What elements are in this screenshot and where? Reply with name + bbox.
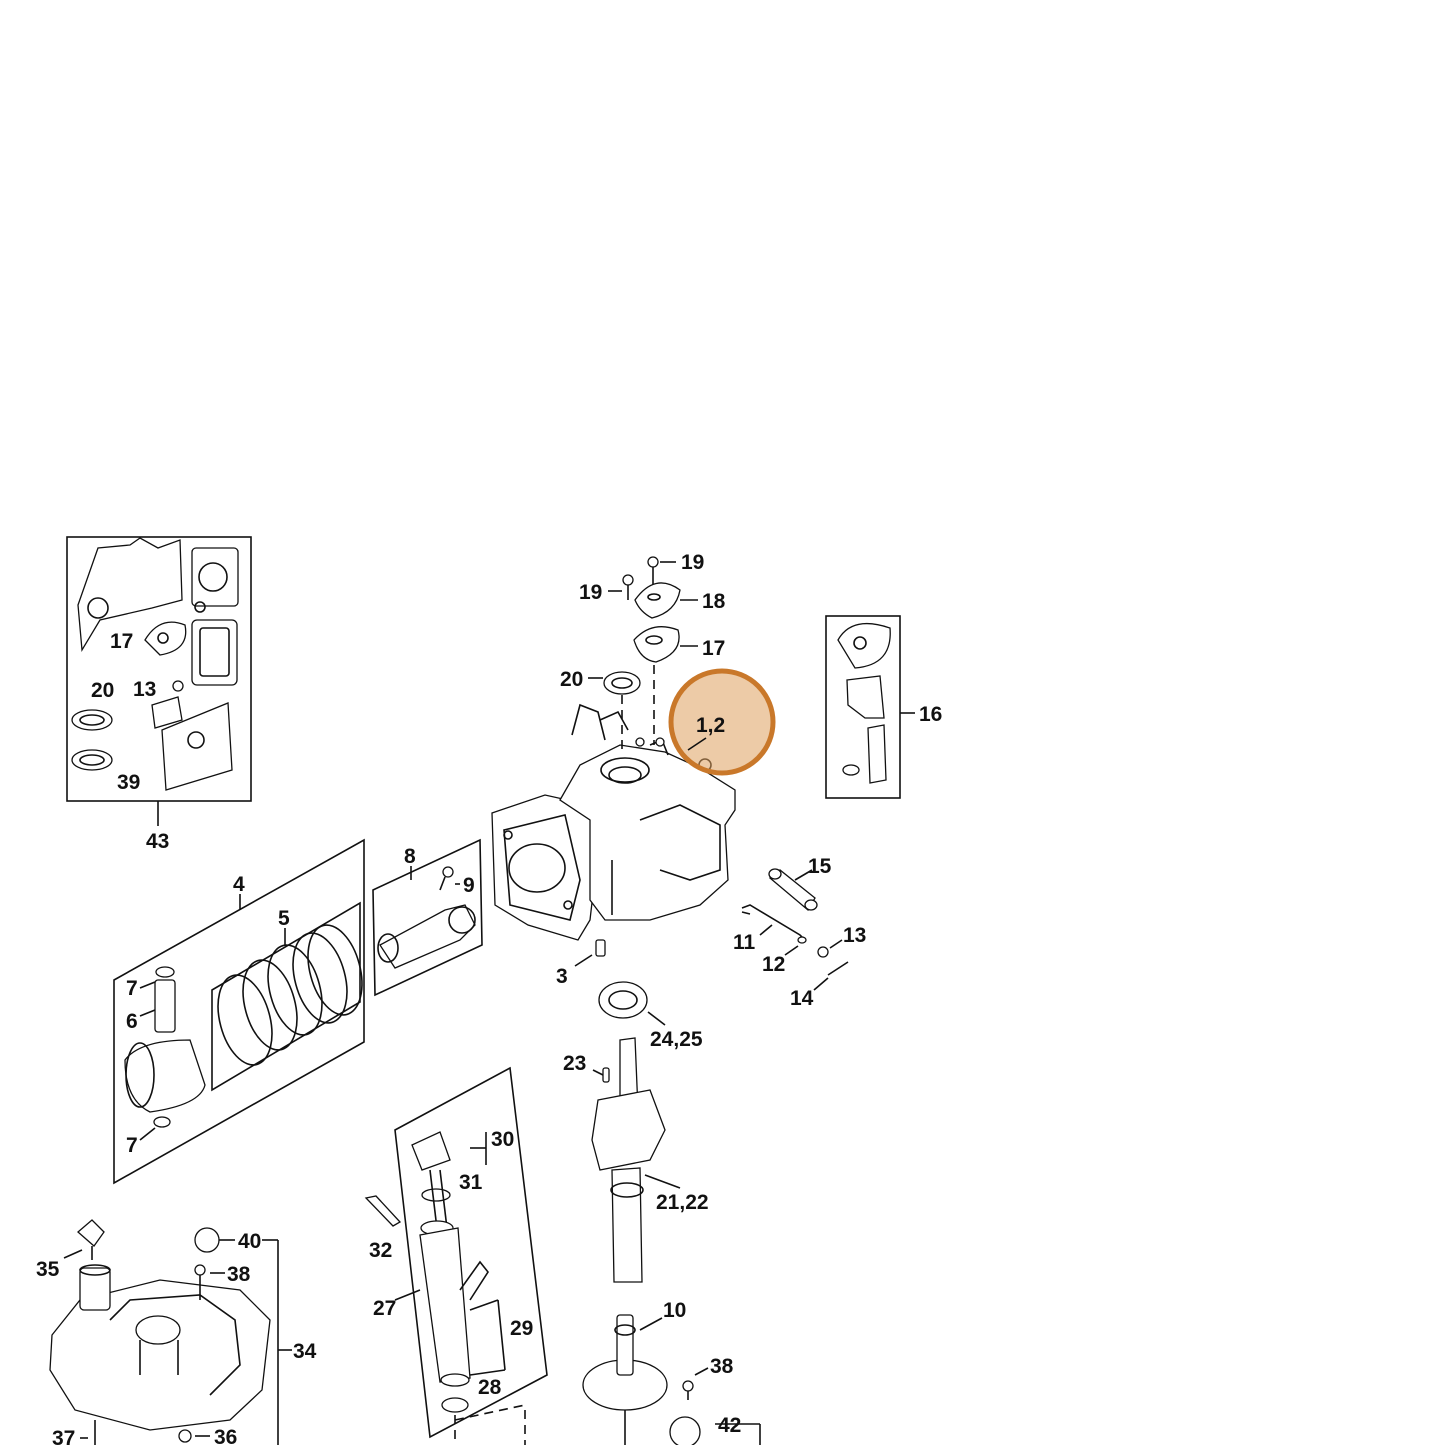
callout-7-top: 7 bbox=[126, 977, 138, 1000]
callout-13-kit: 13 bbox=[133, 678, 156, 701]
callout-36: 36 bbox=[214, 1426, 237, 1445]
gasket-kit-43[interactable] bbox=[66, 536, 252, 826]
piston-assembly-4[interactable] bbox=[113, 838, 371, 1185]
callout-14: 14 bbox=[790, 987, 814, 1010]
callout-40: 40 bbox=[238, 1230, 261, 1253]
callout-12: 12 bbox=[762, 953, 785, 976]
callout-5: 5 bbox=[278, 907, 290, 930]
callout-15: 15 bbox=[808, 855, 832, 878]
callout-9: 9 bbox=[463, 874, 475, 897]
callout-3: 3 bbox=[556, 965, 568, 988]
callout-18: 18 bbox=[702, 590, 726, 613]
callout-7-bottom: 7 bbox=[126, 1134, 138, 1157]
callout-20: 20 bbox=[560, 668, 583, 691]
governor-parts[interactable] bbox=[574, 868, 849, 991]
callout-11: 11 bbox=[733, 931, 756, 954]
callout-29: 29 bbox=[510, 1317, 533, 1340]
callout-19-top: 19 bbox=[681, 551, 704, 574]
breather-parts[interactable] bbox=[588, 556, 698, 750]
callout-38-cover: 38 bbox=[227, 1263, 251, 1286]
crankshaft[interactable] bbox=[591, 981, 681, 1283]
callout-10: 10 bbox=[663, 1299, 686, 1322]
callout-30: 30 bbox=[491, 1128, 514, 1151]
callout-34: 34 bbox=[293, 1340, 317, 1363]
oil-fill-tube[interactable] bbox=[364, 1066, 548, 1445]
callout-23: 23 bbox=[563, 1052, 586, 1075]
callout-19-left: 19 bbox=[579, 581, 602, 604]
callout-13: 13 bbox=[843, 924, 866, 947]
breather-kit-16[interactable] bbox=[825, 615, 915, 799]
crankcase-cover[interactable] bbox=[49, 1219, 292, 1445]
callout-21-22: 21,22 bbox=[656, 1191, 709, 1214]
callout-4: 4 bbox=[233, 873, 245, 896]
callout-38-cam: 38 bbox=[710, 1355, 734, 1378]
callout-31: 31 bbox=[459, 1171, 483, 1194]
callout-42: 42 bbox=[718, 1414, 741, 1437]
highlight-marker[interactable]: 1,2 bbox=[668, 668, 776, 776]
callout-28: 28 bbox=[478, 1376, 502, 1399]
callout-24-25: 24,25 bbox=[650, 1028, 703, 1051]
callout-17-kit: 17 bbox=[110, 630, 133, 653]
callout-27: 27 bbox=[373, 1297, 396, 1320]
callout-37: 37 bbox=[52, 1427, 75, 1445]
callout-20-kit: 20 bbox=[91, 679, 114, 702]
callout-8: 8 bbox=[404, 845, 416, 868]
callout-17: 17 bbox=[702, 637, 725, 660]
callout-labels: 19 19 18 17 20 16 43 17 20 13 39 4 5 8 9… bbox=[36, 551, 942, 1445]
crankcase-block[interactable] bbox=[491, 703, 736, 941]
connecting-rod-8[interactable] bbox=[372, 838, 483, 997]
callout-39: 39 bbox=[117, 771, 140, 794]
callout-35: 35 bbox=[36, 1258, 60, 1281]
callout-6: 6 bbox=[126, 1010, 138, 1033]
camshaft[interactable] bbox=[582, 1314, 761, 1445]
label-1-2: 1,2 bbox=[696, 714, 725, 737]
callout-43: 43 bbox=[146, 830, 169, 853]
callout-16: 16 bbox=[919, 703, 942, 726]
callout-32: 32 bbox=[369, 1239, 392, 1262]
